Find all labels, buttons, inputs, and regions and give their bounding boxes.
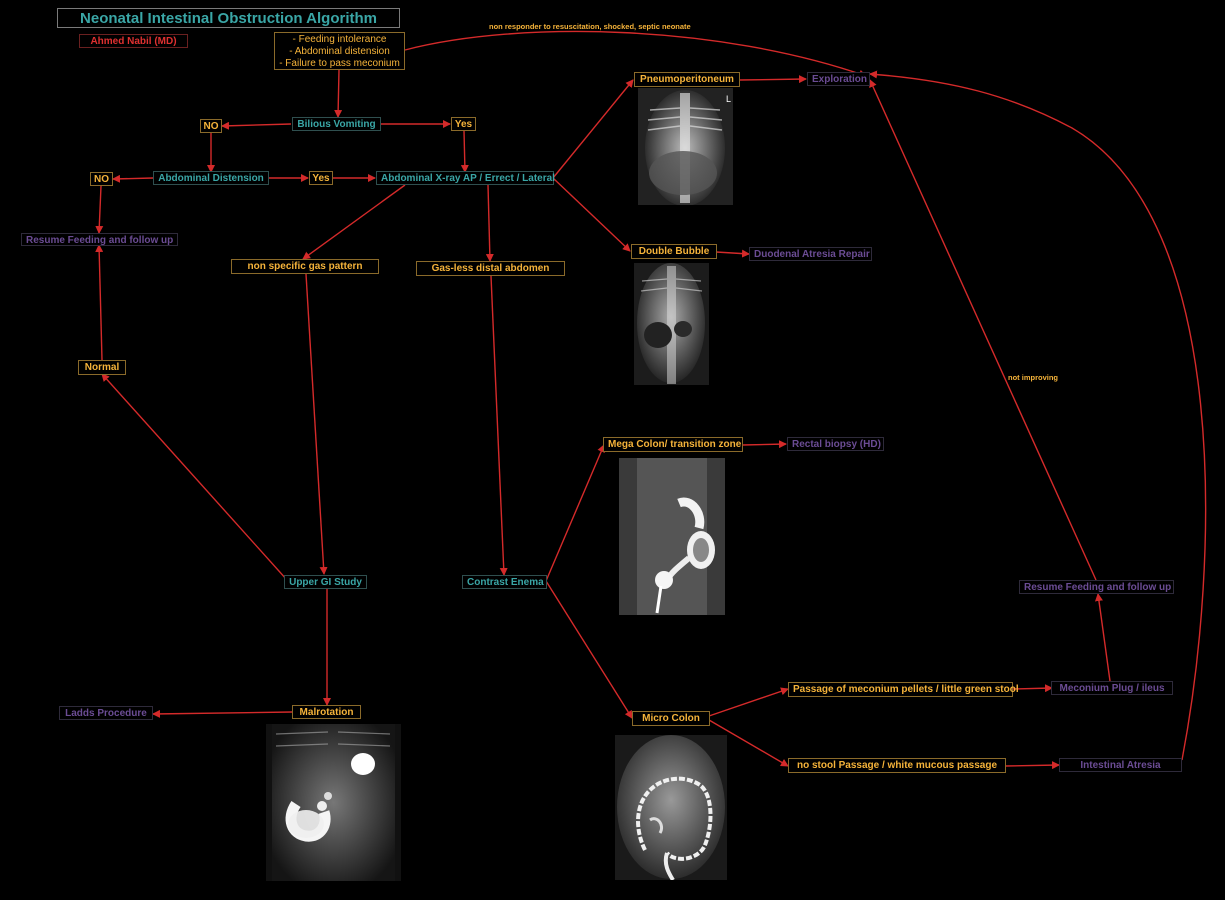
node-exploration[interactable]: Exploration (807, 72, 870, 86)
arrow-megacolon-to-rectal (741, 440, 787, 449)
arrow-nonspecific-to-ugi (305, 273, 328, 575)
node-micro-colon[interactable]: Micro Colon (632, 711, 710, 726)
node-presenting-symptoms[interactable]: - Feeding intolerance - Abdominal disten… (274, 32, 405, 70)
page-title: Neonatal Intestinal Obstruction Algorith… (57, 8, 400, 28)
arrow-plug-to-resume (1094, 593, 1111, 682)
arrow-enema-to-megacolon (545, 444, 605, 582)
arrow-xray-to-doublebubble (552, 177, 631, 252)
node-resume-feeding-left[interactable]: Resume Feeding and follow up (21, 233, 178, 246)
svg-text:L: L (726, 94, 731, 104)
arrow-microcolon-to-nostool (708, 719, 789, 767)
arrow-pneumo-to-exploration (739, 75, 807, 84)
node-bilious-vomiting[interactable]: Bilious Vomiting (292, 117, 381, 131)
node-intestinal-atresia[interactable]: Intestinal Atresia (1059, 758, 1182, 772)
node-duodenal-atresia-repair[interactable]: Duodenal Atresia Repair (749, 247, 872, 261)
arrow-microcolon-to-pellets (708, 687, 789, 717)
arrow-doublebubble-to-duodenal (715, 249, 750, 258)
node-nonspecific-gas[interactable]: non specific gas pattern (231, 259, 379, 274)
symptom-3: - Failure to pass meconium (279, 58, 400, 69)
node-rectal-biopsy[interactable]: Rectal biopsy (HD) (787, 437, 884, 451)
edge-label-non-responder: non responder to resuscitation, shocked,… (489, 22, 691, 31)
megacolon-contrast-image (619, 458, 725, 615)
arrow-normal-to-resume (95, 244, 104, 361)
symptom-1: - Feeding intolerance (292, 34, 387, 45)
microcolon-contrast-image (615, 735, 727, 880)
edge-label-not-improving: not improving (1008, 373, 1058, 382)
arrow-atresia-to-exploration (869, 70, 1207, 761)
arrow-nostool-to-atresia (1004, 761, 1060, 770)
double-bubble-xray-image (634, 263, 709, 385)
arrow-start-to-bilious (334, 69, 343, 118)
node-no-stool-passage[interactable]: no stool Passage / white mucous passage (788, 758, 1006, 773)
node-abdominal-xray[interactable]: Abdominal X-ray AP / Errect / Lateral (376, 171, 555, 185)
node-megacolon[interactable]: Mega Colon/ transition zone (603, 437, 743, 452)
arrow-distension-to-no (112, 174, 154, 183)
arrow-gasless-to-enema (490, 275, 508, 576)
malrotation-contrast-image (266, 724, 401, 881)
node-yes-2[interactable]: Yes (309, 171, 333, 185)
node-upper-gi-study[interactable]: Upper GI Study (284, 575, 367, 589)
node-meconium-plug[interactable]: Meconium Plug / ileus (1051, 681, 1173, 695)
node-pneumoperitoneum[interactable]: Pneumoperitoneum (634, 72, 740, 87)
arrow-pellets-to-plug (1011, 684, 1053, 693)
arrow-enema-to-microcolon (545, 580, 633, 719)
node-gasless-distal[interactable]: Gas-less distal abdomen (416, 261, 565, 276)
arrow-bilious-to-no (221, 121, 292, 130)
node-no-1[interactable]: NO (200, 119, 222, 133)
arrow-no-to-resume (95, 185, 104, 234)
node-resume-feeding-right[interactable]: Resume Feeding and follow up (1019, 580, 1174, 594)
node-abdominal-distension[interactable]: Abdominal Distension (153, 171, 269, 185)
arrow-start-to-exploration (404, 30, 867, 78)
arrow-xray-to-gasless (485, 184, 494, 262)
node-contrast-enema[interactable]: Contrast Enema (462, 575, 547, 589)
node-normal[interactable]: Normal (78, 360, 126, 375)
node-meconium-pellets[interactable]: Passage of meconium pellets / little gre… (788, 682, 1019, 697)
node-yes-1[interactable]: Yes (451, 117, 476, 131)
node-malrotation[interactable]: Malrotation (292, 705, 361, 719)
node-ladds-procedure[interactable]: Ladds Procedure (59, 706, 153, 720)
arrow-resume-to-exploration (869, 79, 1097, 581)
pneumoperitoneum-xray-image: L (638, 88, 733, 205)
symptom-2: - Abdominal distension (289, 46, 390, 57)
arrow-xray-to-nonspecific (302, 184, 406, 260)
arrow-ugi-to-normal (101, 373, 288, 581)
arrow-xray-to-pneumo (552, 79, 634, 179)
arrow-yes-to-xray (460, 130, 469, 173)
node-no-2[interactable]: NO (90, 172, 113, 186)
node-double-bubble[interactable]: Double Bubble (631, 244, 717, 259)
author-label: Ahmed Nabil (MD) (79, 34, 188, 48)
arrow-malrotation-to-ladds (152, 709, 293, 718)
